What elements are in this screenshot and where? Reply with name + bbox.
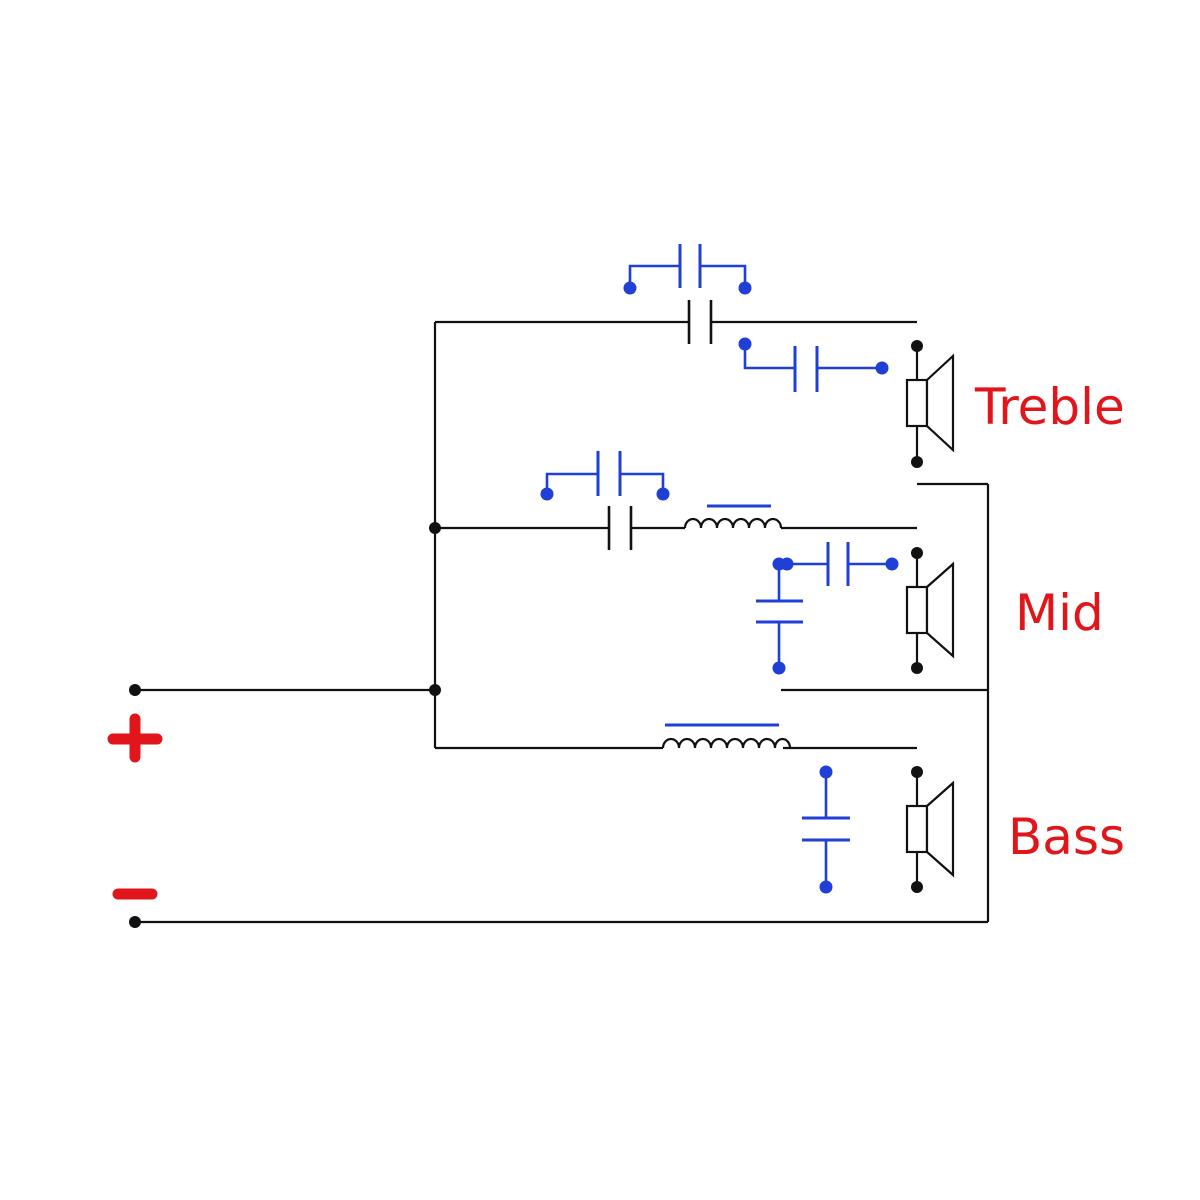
bass-label: Bass [1008,808,1125,866]
treble-speaker-icon [905,340,955,468]
plus-icon [107,713,163,763]
positive-terminal [129,684,141,696]
junction-mid [429,522,441,534]
mid-series-capacitor [607,506,633,550]
main-wiring [129,320,990,928]
mid-label: Mid [1015,584,1104,642]
mid-shunt-capacitor-blue-vertical [756,557,803,675]
treble-label: Treble [974,378,1125,436]
bass-shunt-capacitor-blue [802,765,850,894]
junction-input [429,684,441,696]
mid-shunt-capacitor-blue-horizontal [780,542,899,586]
mid-speaker-icon [905,547,955,674]
bass-speaker-icon [905,766,955,893]
treble-shunt-capacitor-blue [738,337,889,392]
treble-parallel-capacitor-blue [623,244,752,295]
mid-inductor [683,504,783,529]
bass-inductor [661,723,792,749]
mid-parallel-capacitor-blue [540,451,670,501]
treble-series-capacitor [687,300,713,344]
negative-terminal [129,916,141,928]
